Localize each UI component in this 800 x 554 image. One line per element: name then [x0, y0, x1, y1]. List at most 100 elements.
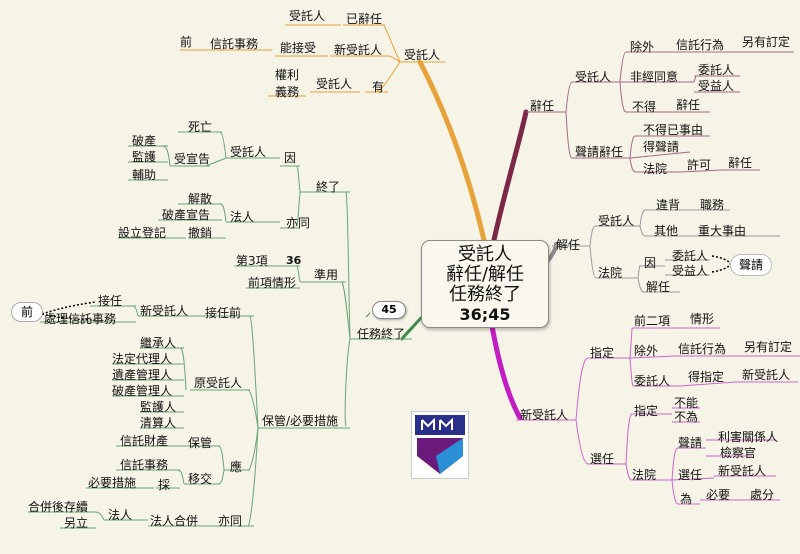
node-bankruptcy: 破產: [132, 134, 157, 148]
node-termination: 終了: [316, 180, 341, 194]
node-interested: 利害關係人: [718, 430, 779, 444]
central-topic: 受託人 辭任/解任 任務終了 36;45: [421, 240, 549, 328]
node-elect2: 選任: [678, 468, 703, 482]
node-take-over: 接任: [98, 294, 123, 308]
node-trust-property: 信託財產: [120, 434, 169, 448]
node-transfer: 移交: [188, 472, 213, 486]
node-new-trustee: 新受託人: [334, 43, 383, 57]
node-before-takeover: 接任前: [205, 306, 242, 320]
node-resign3: 辭任: [728, 156, 753, 170]
node-declared: 受宣告: [174, 152, 211, 166]
node-rights: 權利: [275, 68, 300, 82]
node-bankruptcy-admin: 破產管理人: [112, 384, 173, 398]
node-trust-act2: 信託行為: [678, 342, 727, 356]
node-unavoidable: 不得已事由: [643, 123, 704, 137]
node-orig-trustee: 原受託人: [194, 376, 243, 390]
node-top-trustee: 受託人: [404, 48, 441, 62]
node-new-trustee-left: 新受託人: [140, 304, 189, 318]
node-legal-person-merger: 法人合併: [150, 514, 199, 528]
node-cause: 因: [284, 151, 297, 165]
node-assistance: 輔助: [132, 168, 157, 182]
center-article-numbers: 36;45: [459, 305, 511, 324]
node-resign-trustee: 受託人: [575, 70, 612, 84]
node-new-trustee3: 新受託人: [718, 464, 767, 478]
node-paragraph3: 第3項: [236, 254, 268, 268]
node-take: 採: [158, 478, 171, 492]
node-must-not: 不得: [632, 100, 657, 114]
node-due-to: 因: [644, 256, 657, 270]
node-dismiss-trustee: 受託人: [598, 214, 635, 228]
node-dismiss: 解任: [556, 238, 581, 252]
node-court3: 法院: [632, 468, 657, 482]
node-prev-two: 前二項: [634, 314, 671, 328]
node-supervisor: 監護人: [140, 400, 177, 414]
node-liquidator: 清算人: [140, 416, 177, 430]
node-dismiss2: 解任: [646, 280, 671, 294]
node-violate: 違背: [656, 198, 681, 212]
node-trustee2: 受託人: [316, 77, 353, 91]
node-without-consent: 非經同意: [630, 70, 679, 84]
node-court: 法院: [643, 162, 668, 176]
node-except2: 除外: [634, 344, 659, 358]
node-disposition: 處分: [750, 488, 775, 502]
node-likewise: 亦同: [286, 216, 311, 230]
node-before: 前: [180, 35, 193, 49]
node-prosecutor: 檢察官: [720, 446, 757, 460]
node-court2: 法院: [598, 266, 623, 280]
node-left-trustee: 受託人: [230, 145, 267, 159]
center-line2: 辭任/解任: [445, 264, 525, 285]
node-necessary: 必要: [706, 488, 731, 502]
node-designate: 指定: [590, 346, 615, 360]
center-line1: 受託人: [458, 244, 512, 265]
node-prev-situation: 前項情形: [248, 276, 297, 290]
center-line3: 任務終了: [449, 284, 521, 305]
node-num45-bubble: 45: [372, 301, 406, 319]
node-num36: 36: [286, 254, 302, 267]
node-new-trustee: 新受託人: [520, 408, 569, 422]
node-elect: 選任: [590, 452, 615, 466]
node-revoke: 撤銷: [188, 226, 213, 240]
node-other-provision: 另有訂定: [742, 35, 791, 49]
node-obligations: 義務: [275, 85, 300, 99]
node-settlor: 委託人: [698, 63, 735, 77]
node-may-petition: 得聲請: [643, 140, 680, 154]
node-apply-mutatis: 準用: [314, 268, 339, 282]
node-not-do: 不為: [674, 410, 699, 424]
node-situation: 情形: [690, 312, 715, 326]
node-num45: 45: [381, 303, 397, 316]
node-likewise2: 亦同: [218, 514, 243, 528]
node-should: 應: [230, 460, 243, 474]
node-task-end: 任務終了: [357, 327, 406, 341]
node-custody-measures: 保管/必要措施: [262, 414, 339, 428]
node-newly-established: 另立: [64, 516, 89, 530]
node-other: 其他: [654, 224, 679, 238]
node-major-cause: 重大事由: [698, 224, 747, 238]
node-legal-person: 法人: [230, 210, 255, 224]
node-before-bubble: 前: [11, 302, 43, 322]
node-before-pill: 前: [20, 305, 33, 319]
node-dissolution: 解散: [188, 192, 213, 206]
node-legal-person2: 法人: [108, 508, 133, 522]
node-guardianship: 監護: [132, 150, 157, 164]
logo: [411, 411, 469, 479]
node-can-accept: 能接受: [280, 41, 317, 55]
node-establishment-reg: 設立登記: [118, 226, 167, 240]
node-duty: 職務: [700, 198, 725, 212]
node-petition-resign: 聲請辭任: [575, 145, 624, 159]
node-settlor3: 委託人: [634, 374, 671, 388]
node-trust-affairs: 信託事務: [210, 37, 259, 51]
node-for: 為: [680, 492, 693, 506]
node-estate-admin: 遺產管理人: [112, 368, 173, 382]
node-petition2: 聲請: [678, 436, 703, 450]
node-bankruptcy-declared: 破產宣告: [162, 208, 211, 222]
node-beneficiary2: 受益人: [672, 264, 709, 278]
node-settlor2: 委託人: [672, 249, 709, 263]
node-petition-bubble: 聲請: [730, 254, 772, 276]
node-other-provision2: 另有訂定: [744, 340, 793, 354]
node-death: 死亡: [188, 120, 213, 134]
node-trustee: 受託人: [289, 9, 326, 23]
node-already-resigned: 已辭任: [346, 12, 383, 26]
node-permit: 許可: [687, 158, 712, 172]
node-heir: 繼承人: [140, 336, 177, 350]
